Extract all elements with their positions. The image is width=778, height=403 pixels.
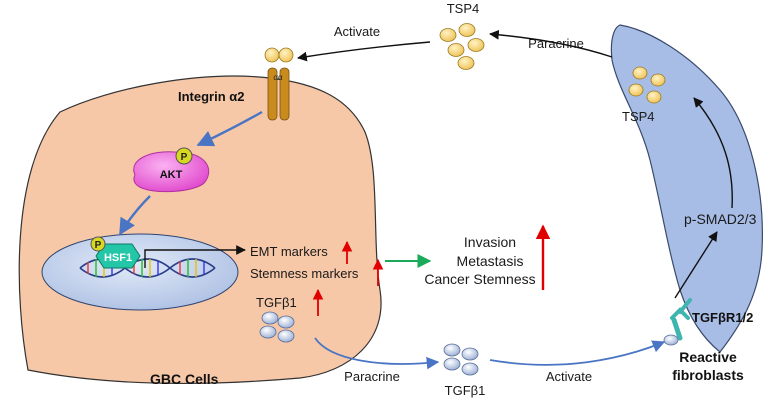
arrow-fibroblast-to-tsp4: [489, 29, 613, 58]
arrow-psmad-to-tsp4: [693, 97, 733, 209]
arrow-tgfb1-to-receptor: [489, 340, 666, 366]
stemness-markers-label: Stemness markers: [250, 266, 359, 281]
tgfb1-bottom-particles: [443, 343, 479, 376]
tsp4-top-particles: [439, 23, 485, 70]
arrow-tsp4-to-integrin: [297, 41, 431, 62]
fibroblast-body: [610, 24, 763, 353]
tsp4-fibro-particles: [628, 66, 666, 104]
tgfb1-cell-label: TGFβ1: [256, 295, 297, 310]
transcription-arrow: [144, 245, 246, 268]
hsf1-phospho: P: [90, 236, 106, 252]
outcome-invasion: Invasion: [464, 234, 516, 250]
tgfbr-label: TGFβR1/2: [692, 310, 753, 325]
integrin-subunit-label: αα: [273, 73, 283, 82]
fibroblast-label-line1: Reactive: [679, 349, 737, 365]
hsf1-label: HSF1: [104, 252, 132, 264]
gbc-cells-label: GBC Cells: [150, 371, 219, 387]
integrin-receptor-icon: αα: [264, 47, 294, 121]
outcome-cancer-stemness: Cancer Stemness: [424, 271, 535, 287]
arrow-receptor-to-psmad: [674, 231, 718, 299]
akt-phospho-label: P: [181, 152, 188, 163]
activate-top-label: Activate: [334, 24, 380, 39]
akt-phospho: P: [175, 147, 193, 165]
arrow-akt-to-nucleus: [118, 195, 151, 236]
tsp4-top-label: TSP4: [447, 1, 480, 16]
gbc-cell-body: [18, 75, 382, 385]
akt-label: AKT: [160, 169, 183, 181]
tgfbr-receptor-icon: [663, 298, 692, 346]
fibroblast-label-line2: fibroblasts: [672, 367, 744, 383]
activate-bottom-label: Activate: [546, 369, 592, 384]
tgfb1-cell-particles: [259, 311, 295, 343]
paracrine-bottom-label: Paracrine: [344, 369, 400, 384]
arrow-integrin-to-akt: [196, 110, 263, 147]
tgfb1-bottom-label: TGFβ1: [445, 383, 486, 398]
akt-protein: AKT: [133, 151, 210, 193]
outcome-metastasis: Metastasis: [457, 253, 524, 269]
emt-markers-label: EMT markers: [250, 244, 328, 259]
nucleus: [41, 233, 239, 311]
hsf1-phospho-label: P: [95, 240, 102, 251]
tsp4-fibro-label: TSP4: [622, 109, 655, 124]
psmad-label: p-SMAD2/3: [684, 211, 757, 227]
hsf1-protein: HSF1: [95, 243, 141, 269]
integrin-label: Integrin α2: [178, 89, 245, 104]
arrow-cell-to-tgfb1: [314, 337, 440, 370]
